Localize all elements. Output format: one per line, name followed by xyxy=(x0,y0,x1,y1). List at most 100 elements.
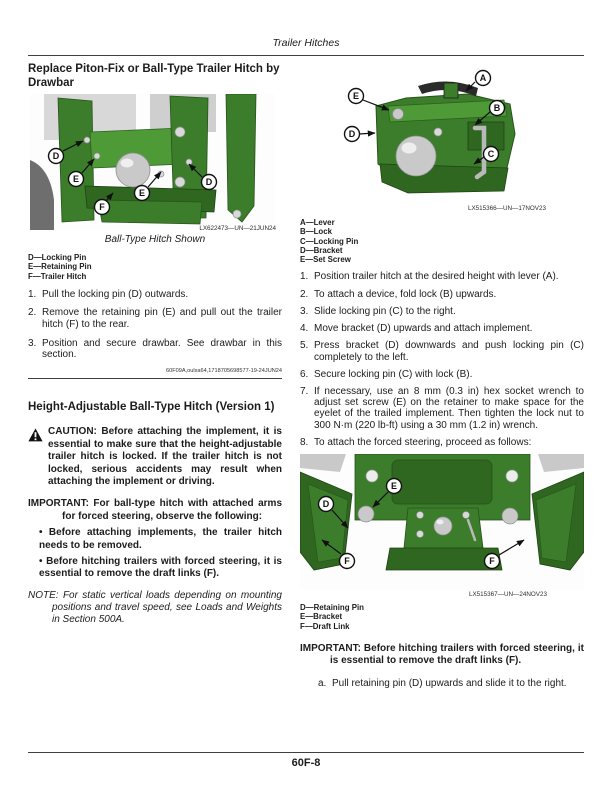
callout-f: F xyxy=(483,552,501,570)
figure-image-id: LX515367—UN—24NOV23 xyxy=(468,590,547,598)
header-rule xyxy=(28,55,584,56)
procedure-step: 4. Move bracket (D) upwards and attach i… xyxy=(300,323,584,334)
callout-e: E xyxy=(67,170,85,188)
procedure-step: 2. Remove the retaining pin (E) and pull… xyxy=(28,307,282,330)
figure-image-id: LX622473—UN—21JUN24 xyxy=(199,225,276,232)
callout-f: F xyxy=(93,198,111,216)
svg-text:E: E xyxy=(73,174,79,184)
page-number: 60F-8 xyxy=(291,757,321,769)
step-text: To attach a device, fold lock (B) upward… xyxy=(314,288,497,300)
step-number: 2. xyxy=(300,288,309,300)
step-number: 1. xyxy=(300,271,309,283)
step-text: Pull the locking pin (D) outwards. xyxy=(42,288,189,300)
procedure-step: 3. Position and secure drawbar. See draw… xyxy=(28,338,282,361)
procedure-steps: 1. Position trailer hitch at the desired… xyxy=(300,271,584,447)
procedure-step: 7. If necessary, use an 8 mm (0.3 in) he… xyxy=(300,386,584,431)
note-label: NOTE: xyxy=(28,589,59,601)
figure-ball-type-hitch-rear-view: D E F E D xyxy=(30,94,275,230)
procedure-substep: a. Pull retaining pin (D) upwards and sl… xyxy=(318,678,584,690)
important-text: For ball-type hitch with attached arms f… xyxy=(62,498,283,522)
svg-text:F: F xyxy=(489,556,495,566)
figure-legend: A—Lever B—Lock C—Locking Pin D—Bracket E… xyxy=(300,218,584,264)
legend-item: A—Lever xyxy=(300,218,335,227)
svg-text:D: D xyxy=(349,129,356,139)
legend-item: F—Trailer Hitch xyxy=(28,271,87,281)
procedure-step: 3. Slide locking pin (C) to the right. xyxy=(300,306,584,317)
note-text: For static vertical loads depending on m… xyxy=(52,589,282,626)
step-text: Move bracket (D) upwards and attach impl… xyxy=(314,323,533,335)
substep-text: Pull retaining pin (D) upwards and slide… xyxy=(332,677,567,689)
callout-d: D xyxy=(343,125,361,143)
step-number: 8. xyxy=(300,436,309,448)
substep-letter: a. xyxy=(318,677,327,689)
step-text: Secure locking pin (C) with lock (B). xyxy=(314,368,473,380)
right-column: A E B D C LX515366—UN—17NOV23 A—Lever B—… xyxy=(300,64,584,689)
figure-legend: D—Retaining Pin E—Bracket F—Draft Link xyxy=(300,603,584,631)
note-block: NOTE: For static vertical loads dependin… xyxy=(28,590,282,627)
step-number: 4. xyxy=(300,323,309,335)
section-heading-height-adjustable-hitch: Height-Adjustable Ball-Type Hitch (Versi… xyxy=(28,400,275,413)
step-number: 6. xyxy=(300,368,309,380)
procedure-step: 2. To attach a device, fold lock (B) upw… xyxy=(300,289,584,300)
step-text: To attach the forced steering, proceed a… xyxy=(314,436,532,448)
important-block: IMPORTANT: For ball-type hitch with atta… xyxy=(28,498,282,523)
left-column: Replace Piton-Fix or Ball-Type Trailer H… xyxy=(28,63,282,626)
step-text: Position and secure drawbar. See drawbar… xyxy=(42,337,282,361)
procedure-step: 6. Secure locking pin (C) with lock (B). xyxy=(300,369,584,380)
section-heading-replace-hitch: Replace Piton-Fix or Ball-Type Trailer H… xyxy=(28,63,280,89)
callout-e: E xyxy=(133,184,151,202)
step-text: Remove the retaining pin (E) and pull ou… xyxy=(42,307,282,331)
important-bullet: • Before hitching trailers with forced s… xyxy=(39,556,282,580)
figure-legend: D—Locking Pin E—Retaining Pin F—Trailer … xyxy=(28,253,282,281)
page-header-title: Trailer Hitches xyxy=(272,37,340,49)
callout-d: D xyxy=(200,173,218,191)
caution-text: Before attaching the implement, it is es… xyxy=(48,426,282,487)
important-bullet: • Before attaching implements, the trail… xyxy=(39,527,282,551)
legend-item: C—Locking Pin xyxy=(300,236,359,246)
callout-d: D xyxy=(317,495,335,513)
procedure-steps: 1. Pull the locking pin (D) outwards. 2.… xyxy=(28,289,282,361)
step-number: 3. xyxy=(300,305,309,317)
step-number: 7. xyxy=(300,385,309,397)
svg-text:D: D xyxy=(323,499,330,509)
svg-text:E: E xyxy=(391,481,397,491)
section-divider-rule xyxy=(28,377,282,379)
svg-text:F: F xyxy=(344,556,350,566)
caution-warning-icon xyxy=(28,428,43,446)
legend-item: B—Lock xyxy=(300,227,333,237)
step-number: 3. xyxy=(28,337,37,349)
svg-text:A: A xyxy=(480,73,487,83)
callout-c: C xyxy=(482,145,500,163)
legend-item: D—Retaining Pin xyxy=(300,602,365,612)
callout-e: E xyxy=(347,87,365,105)
svg-text:E: E xyxy=(139,188,145,198)
procedure-step: 8. To attach the forced steering, procee… xyxy=(300,437,584,448)
svg-text:F: F xyxy=(99,202,105,212)
step-text: Position trailer hitch at the desired he… xyxy=(314,271,559,283)
procedure-step: 5. Press bracket (D) downwards and push … xyxy=(300,340,584,362)
caution-label: CAUTION: xyxy=(48,426,97,438)
callout-b: B xyxy=(488,99,506,117)
legend-item: F—Draft Link xyxy=(300,621,350,631)
important-block: IMPORTANT: Before hitching trailers with… xyxy=(300,643,584,668)
svg-text:E: E xyxy=(353,91,359,101)
figure-forced-steering-rear-view: E D F F xyxy=(300,453,584,590)
important-label: IMPORTANT: xyxy=(300,642,361,654)
svg-text:D: D xyxy=(53,151,60,161)
legend-item: E—Bracket xyxy=(300,612,343,622)
legend-item: D—Bracket xyxy=(300,245,343,255)
legend-item: E—Set Screw xyxy=(300,255,351,265)
figure-image-id: LX515366—UN—17NOV23 xyxy=(467,205,546,212)
legend-item: E—Retaining Pin xyxy=(28,262,92,272)
caution-block: CAUTION: Before attaching the implement,… xyxy=(28,426,282,488)
step-text: If necessary, use an 8 mm (0.3 in) hex s… xyxy=(314,385,584,431)
step-text: Slide locking pin (C) to the right. xyxy=(314,305,456,317)
footer-rule xyxy=(28,752,584,753)
legend-item: D—Locking Pin xyxy=(28,253,87,262)
callout-e: E xyxy=(385,477,403,495)
procedure-step: 1. Position trailer hitch at the desired… xyxy=(300,271,584,282)
callout-d: D xyxy=(47,147,65,165)
figure-ball-hitch-assembly: A E B D C xyxy=(318,64,568,204)
svg-text:D: D xyxy=(206,177,213,187)
